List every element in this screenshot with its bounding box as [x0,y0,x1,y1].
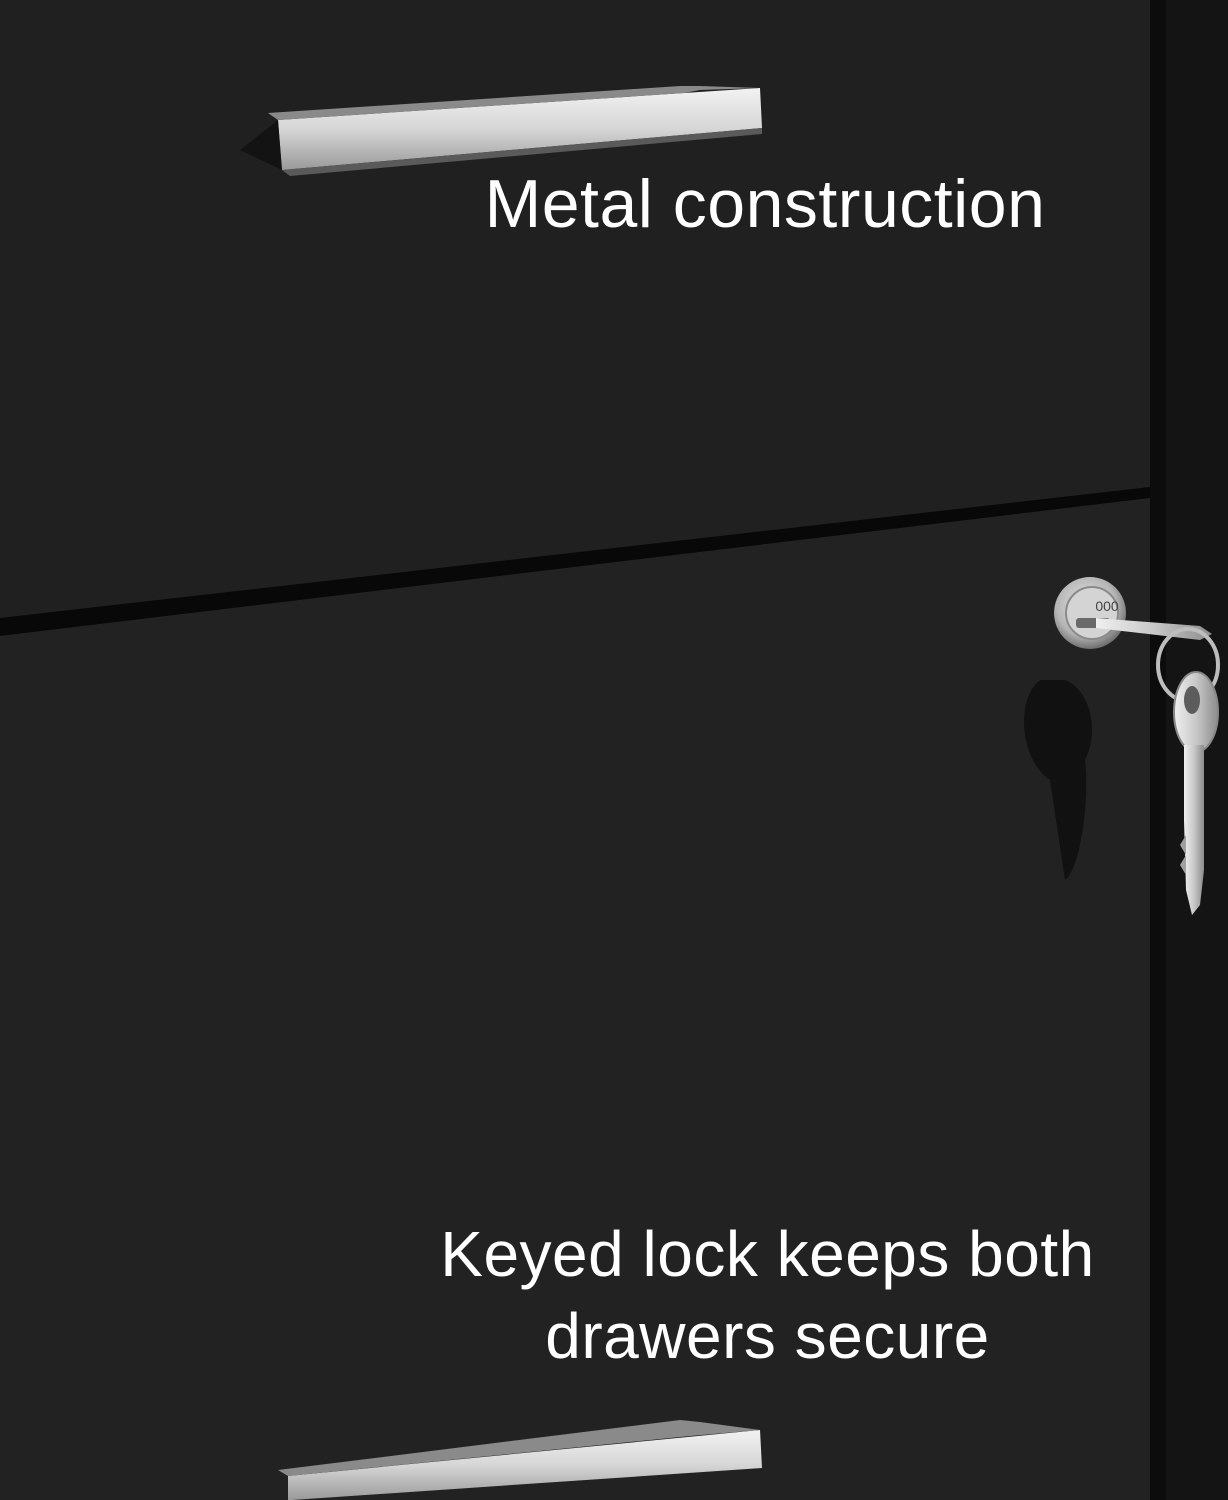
lock-cylinder-icon: 000 [1054,577,1126,649]
lock-face-code: 000 [1095,598,1119,614]
caption-keyed-lock: Keyed lock keeps both drawers secure [400,1213,1135,1377]
lower-drawer-front [0,498,1150,1500]
caption-keyed-lock-line1: Keyed lock keeps both [440,1218,1095,1290]
caption-metal-construction: Metal construction [484,166,1046,242]
lower-drawer-handle [278,1420,762,1500]
key-icon [1096,618,1220,915]
caption-keyed-lock-line2: drawers secure [545,1300,990,1372]
cabinet-side-edge [1150,0,1166,1500]
key-shadow [1023,680,1093,880]
drawer-gap [0,487,1150,636]
upper-drawer-handle [240,86,762,176]
